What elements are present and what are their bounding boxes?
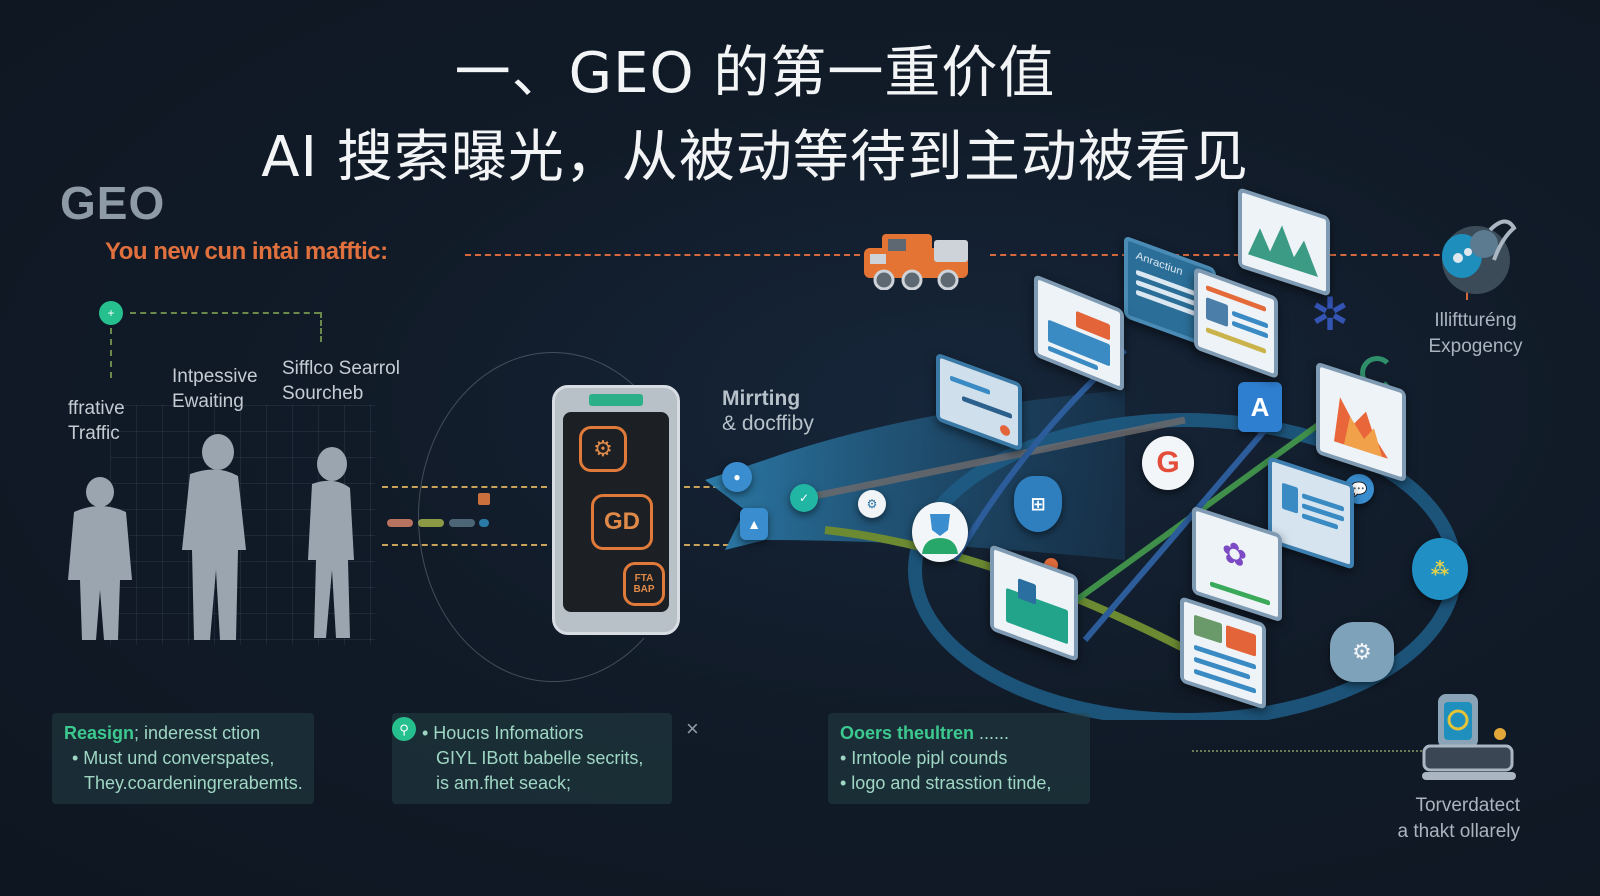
output-line-1: [684, 486, 729, 488]
people-silhouettes-icon: [60, 430, 380, 650]
detection-label: Torverdatect a thakt ollarely: [1397, 795, 1520, 842]
robot-desk-icon: [1420, 690, 1518, 790]
node-link-icon: ⚙: [858, 490, 886, 518]
robot-chat-icon: ⊞: [1014, 476, 1062, 532]
pill-1: [387, 519, 413, 527]
traffic-label: You new cun intai mafftic:: [105, 238, 388, 265]
green-dash-v2: [320, 312, 322, 342]
phone-screen: ⚙ GD FTA BAP: [563, 412, 669, 612]
image-card-orange: [1316, 361, 1406, 483]
note-users: Ooers theultren ...... • Irntoole pipl c…: [828, 713, 1090, 804]
people-label-2: Intpessive Ewaiting: [172, 366, 258, 412]
app-store-icon: A: [1238, 382, 1282, 432]
start-node-icon: +: [99, 301, 123, 325]
flow-line-orange-mid: [990, 254, 1250, 256]
page-subtitle: AI 搜索曝光，从被动等待到主动被看见: [261, 125, 1249, 190]
mirroring-label: Mirrting & docffiby: [722, 387, 814, 435]
people-label-1: ffrative Traffic: [68, 398, 125, 444]
green-dash-h: [130, 312, 320, 314]
google-g-icon: G: [1142, 436, 1194, 490]
node-thumb-icon: ▲: [740, 508, 768, 540]
note-information: ⚲ • Houcıs Infomatiors GIYL IBott babell…: [392, 713, 672, 804]
data-circle-icon: ⁂: [1412, 538, 1468, 600]
green-dash-v1: [110, 328, 112, 378]
phone-notch: [589, 394, 643, 406]
output-line-2: [684, 544, 729, 546]
user-profile-icon: [912, 502, 968, 562]
phone-device: ⚙ GD FTA BAP: [552, 385, 680, 635]
note-reasoning: Reasign; inderesst ction • Must und conv…: [52, 713, 314, 804]
phone-badge-gear-icon: ⚙: [579, 426, 627, 472]
page-title: 一、GEO 的第一重价值: [454, 41, 1056, 106]
network-gear-icon: ✲: [1310, 288, 1350, 340]
flow-line-orange-right: [1330, 254, 1450, 256]
flow-line-orange-left: [465, 254, 860, 256]
geo-logo: GEO: [60, 177, 166, 229]
phone-badge-gd-icon: GD: [591, 494, 653, 550]
exposure-label: Illiftturéng Expogency: [1428, 310, 1523, 357]
node-check-icon: ✓: [790, 484, 818, 512]
chart-card: [1238, 187, 1330, 297]
brain-robot-icon: [1436, 210, 1520, 300]
node-chat-icon: ●: [722, 462, 752, 492]
gear-badge-icon: ⚙: [1330, 622, 1394, 682]
close-icon[interactable]: ×: [686, 716, 699, 741]
bottom-dotted-line: [1192, 750, 1422, 752]
people-label-3: Sifflco Searrol Sourcheb: [282, 358, 400, 404]
cycle-arc: [418, 352, 688, 682]
truck-icon: [862, 230, 970, 291]
phone-badge-tag-icon: FTA BAP: [623, 562, 665, 606]
info-link-icon: ⚲: [392, 717, 416, 741]
